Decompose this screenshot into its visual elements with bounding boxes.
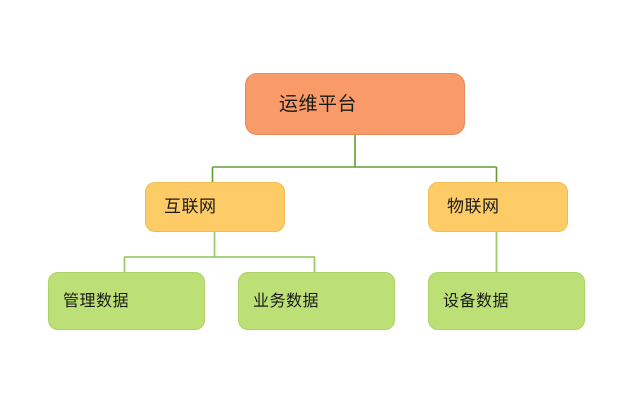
edge-internet-to-leaves [123, 232, 316, 272]
node-leaf-device-data[interactable]: 设备数据 [428, 272, 585, 330]
node-category-iot[interactable]: 物联网 [428, 182, 568, 232]
node-root-ops-platform[interactable]: 运维平台 [245, 73, 465, 135]
node-label-management-data: 管理数据 [63, 291, 130, 310]
node-label-device-data: 设备数据 [443, 291, 510, 310]
edge-root-to-categories [211, 135, 498, 182]
node-leaf-management-data[interactable]: 管理数据 [48, 272, 205, 330]
node-label-business-data: 业务数据 [253, 291, 320, 310]
node-label-root: 运维平台 [279, 92, 358, 115]
node-label-category-internet: 互联网 [164, 196, 217, 217]
node-category-internet[interactable]: 互联网 [145, 182, 285, 232]
node-label-category-iot: 物联网 [447, 196, 500, 217]
node-leaf-business-data[interactable]: 业务数据 [238, 272, 395, 330]
